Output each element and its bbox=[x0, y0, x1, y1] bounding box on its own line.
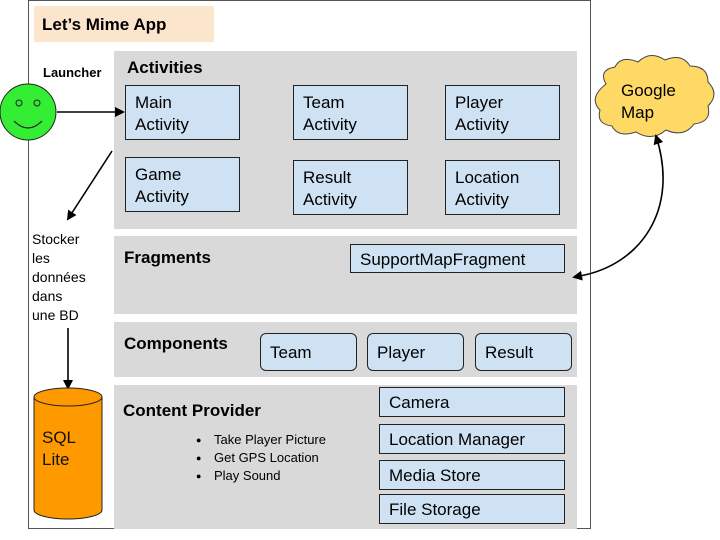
storage-caption-line: dans bbox=[32, 288, 63, 304]
player-activity-line1: Player bbox=[455, 93, 504, 112]
result-activity-box: Result Activity bbox=[293, 160, 408, 215]
content-provider-title: Content Provider bbox=[123, 401, 261, 420]
media-store-box: Media Store bbox=[379, 460, 565, 490]
result-activity-line2: Activity bbox=[303, 190, 357, 209]
team-component-box: Team bbox=[260, 333, 357, 371]
game-activity-line2: Activity bbox=[135, 187, 189, 206]
team-activity-box: Team Activity bbox=[293, 85, 408, 140]
bullet-item: Take Player Picture bbox=[196, 431, 326, 449]
database-label-line: Lite bbox=[42, 450, 70, 469]
camera-box: Camera bbox=[379, 387, 565, 417]
storage-caption-line: les bbox=[32, 250, 50, 266]
map-arrow bbox=[572, 134, 664, 281]
game-activity-box: Game Activity bbox=[125, 157, 240, 212]
location-activity-line1: Location bbox=[455, 168, 520, 187]
bullet-item: Play Sound bbox=[196, 467, 326, 485]
storage-caption-line: données bbox=[32, 269, 86, 285]
main-activity-line1: Main bbox=[135, 93, 172, 112]
support-map-fragment-box: SupportMapFragment bbox=[350, 244, 565, 273]
app-title: Let’s Mime App bbox=[34, 6, 214, 42]
storage-caption: Stocker les données dans une BD bbox=[32, 230, 86, 325]
content-provider-bullets: Take Player Picture Get GPS Location Pla… bbox=[196, 431, 326, 485]
launcher-label: Launcher bbox=[43, 65, 102, 80]
result-component-box: Result bbox=[475, 333, 572, 371]
team-activity-line2: Activity bbox=[303, 115, 357, 134]
database-label: SQL Lite bbox=[42, 427, 76, 471]
main-activity-line2: Activity bbox=[135, 115, 189, 134]
player-component-box: Player bbox=[367, 333, 464, 371]
player-activity-box: Player Activity bbox=[445, 85, 560, 140]
activities-title: Activities bbox=[127, 58, 203, 77]
storage-caption-line: une BD bbox=[32, 307, 79, 323]
bullet-item: Get GPS Location bbox=[196, 449, 326, 467]
google-map-label-line: Map bbox=[621, 103, 655, 122]
components-title: Components bbox=[124, 334, 228, 353]
location-activity-box: Location Activity bbox=[445, 160, 560, 215]
location-manager-box: Location Manager bbox=[379, 424, 565, 454]
google-map-label: Google Map bbox=[621, 80, 676, 124]
result-activity-line1: Result bbox=[303, 168, 352, 187]
google-map-label-line: Google bbox=[621, 81, 676, 100]
team-activity-line1: Team bbox=[303, 93, 345, 112]
file-storage-box: File Storage bbox=[379, 494, 565, 524]
main-activity-box: Main Activity bbox=[125, 85, 240, 140]
player-activity-line2: Activity bbox=[455, 115, 509, 134]
storage-caption-line: Stocker bbox=[32, 231, 80, 247]
fragments-title: Fragments bbox=[124, 248, 211, 267]
game-activity-line1: Game bbox=[135, 165, 182, 184]
database-label-line: SQL bbox=[42, 428, 77, 447]
location-activity-line2: Activity bbox=[455, 190, 509, 209]
